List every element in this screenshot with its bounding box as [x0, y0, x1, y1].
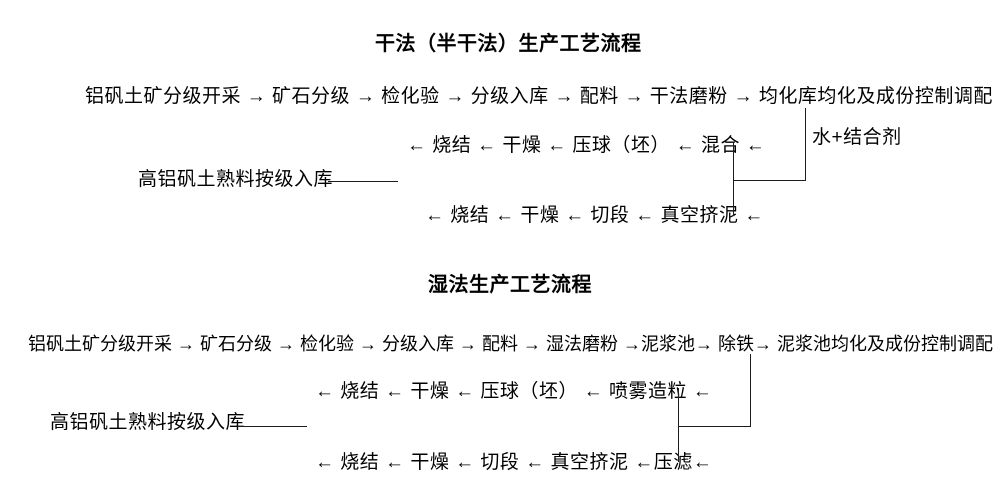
dry-additive-label: 水+结合剂 — [812, 127, 902, 148]
dry-process-title: 干法（半干法）生产工艺流程 — [375, 33, 642, 55]
wet-extrude-flow-row: ← 烧结 ← 干燥 ← 切段 ← 真空挤泥 ←压滤← — [315, 452, 713, 473]
wet-storage-connector-line — [237, 426, 307, 427]
dry-feedback-line-horizontal — [733, 180, 806, 181]
dry-storage-label: 高铝矾土熟料按级入库 — [138, 169, 334, 190]
dry-extrude-flow-row: ← 烧结 ← 干燥 ← 切段 ← 真空挤泥 ← — [425, 205, 764, 226]
wet-feedback-line-vertical-right — [750, 354, 751, 427]
dry-main-flow-row: 铝矾土矿分级开采 → 矿石分级 → 检化验 → 分级入库 → 配料 → 干法磨粉… — [85, 86, 993, 107]
dry-feedback-line-vertical-right — [805, 108, 806, 181]
wet-feedback-line-horizontal — [678, 426, 751, 427]
wet-storage-label: 高铝矾土熟料按级入库 — [50, 412, 246, 433]
dry-storage-connector-line — [328, 181, 398, 182]
wet-branch-line-vertical-left — [678, 388, 679, 462]
wet-press-flow-row: ← 烧结 ← 干燥 ← 压球（坯） ← 喷雾造粒 ← — [315, 381, 713, 402]
dry-press-flow-row: ← 烧结 ← 干燥 ← 压球（坯） ← 混合 ← — [407, 135, 766, 156]
wet-main-flow-row: 铝矾土矿分级开采 → 矿石分级 → 检化验 → 分级入库 → 配料 → 湿法磨粉… — [28, 334, 994, 354]
wet-process-title: 湿法生产工艺流程 — [428, 274, 592, 296]
dry-branch-line-vertical-left — [733, 142, 734, 216]
